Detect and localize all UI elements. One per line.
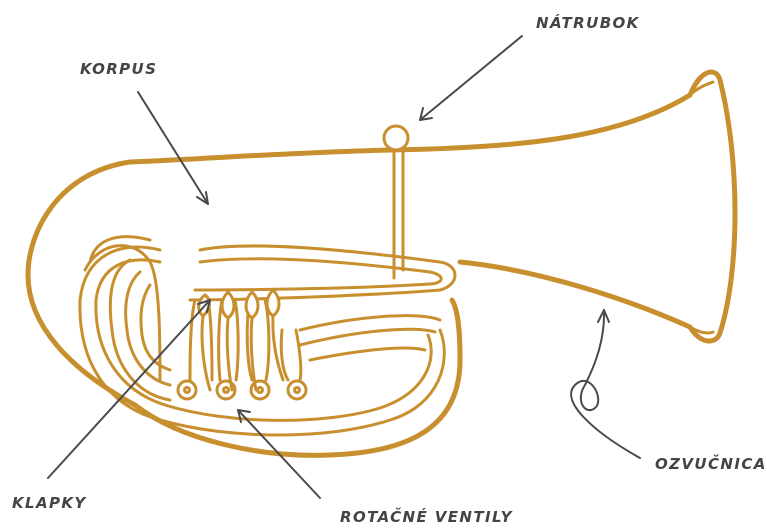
label-ozvucnica: OZVUČNICA [655, 457, 767, 472]
label-rotacne-ventily: ROTAČNÉ VENTILY [340, 510, 513, 525]
arrow-ozvucnica [571, 310, 640, 458]
tuba-body [28, 72, 735, 455]
key-2 [222, 292, 234, 390]
label-klapky: KLAPKY [12, 496, 87, 511]
label-natrubok: NÁTRUBOK [536, 16, 640, 31]
arrow-korpus [138, 92, 208, 204]
bell-rim [690, 82, 713, 333]
valve-4 [281, 330, 306, 399]
label-korpus: KORPUS [80, 62, 157, 77]
arrow-natrubok [420, 36, 522, 120]
